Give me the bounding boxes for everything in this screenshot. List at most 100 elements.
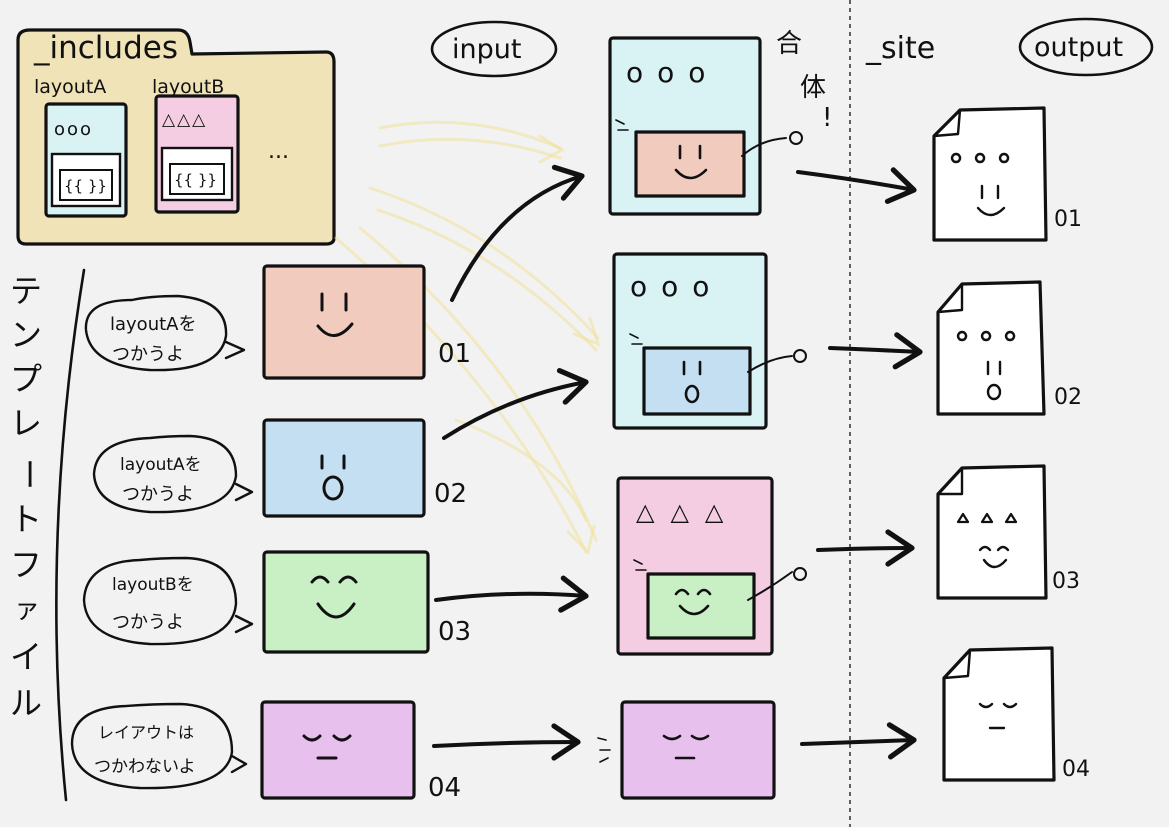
ghost-arrow-a1b	[378, 137, 562, 160]
speech-bubble-01	[84, 294, 228, 372]
ghost-arrow-b	[358, 226, 598, 542]
speech-bubble-03-tail	[234, 614, 254, 634]
merged-page-03: △△△	[616, 476, 807, 656]
template-files-bracket	[55, 268, 86, 802]
merged-02-face-icon	[682, 360, 702, 376]
face-sleepy-icon	[302, 734, 352, 760]
speech-bubble-02	[92, 434, 238, 514]
side-char-4: ー	[10, 458, 48, 490]
face-surprised-icon	[320, 454, 346, 501]
arrow-02-to-merged	[442, 368, 589, 440]
side-char-7: ァ	[14, 595, 40, 625]
output-number-01: 01	[1054, 207, 1082, 232]
side-char-9: ル	[10, 684, 42, 722]
merged-03-layout-marks: △△△	[636, 498, 739, 526]
layout-b-template: layoutB △△△ {{ }}	[152, 76, 240, 214]
speech-bubble-02-line2: つかうよ	[122, 484, 194, 505]
layout-a-dots: ooo	[54, 119, 93, 140]
includes-ellipsis: ...	[268, 139, 289, 164]
site-header: _site	[865, 31, 935, 66]
input-header-outline	[430, 20, 558, 78]
merged-02-layout-dots: ooo	[630, 270, 723, 303]
template-row-02: layoutAを つかうよ 02	[92, 418, 467, 518]
output-doc-03: 03	[936, 464, 1080, 600]
merged-to-output-arrows	[796, 167, 923, 760]
output-doc-04: 04	[942, 646, 1090, 782]
speech-bubble-02-line1: layoutAを	[120, 455, 202, 475]
template-number-03: 03	[438, 617, 471, 647]
headers: input 合 体 ! _site output	[430, 0, 1154, 827]
merged-01-layout-dots: ooo	[626, 56, 719, 89]
output-doc-01: 01	[932, 106, 1082, 242]
arrow-merged-02-to-output	[828, 332, 923, 370]
speech-bubble-01-line2: つかうよ	[112, 344, 184, 365]
side-char-2: プ	[10, 360, 42, 398]
side-char-6: フ	[10, 546, 42, 584]
layout-a-content-inner	[59, 169, 113, 201]
face-smile-icon	[316, 292, 354, 337]
output-03-face-icon	[978, 545, 1010, 569]
merge-char-1: 合	[776, 29, 802, 59]
template-row-03: layoutBを つかうよ 03	[82, 550, 471, 654]
speech-bubble-04-line2: つかわないよ	[94, 757, 196, 777]
ghost-arrow-a1-head	[538, 134, 565, 164]
template-number-01: 01	[438, 339, 471, 369]
ghost-arrow-a1	[378, 120, 562, 150]
ghost-arrow-b-head	[566, 524, 596, 555]
includes-folder-title: _includes	[33, 30, 178, 66]
output-number-02: 02	[1054, 385, 1082, 410]
output-03-marks-icon	[956, 512, 1018, 524]
speech-bubble-04-tail	[230, 754, 248, 774]
template-row-04: レイアウトは つかわないよ 04	[70, 700, 461, 803]
arrow-merged-03-to-output	[816, 529, 915, 567]
layout-b-marks: △△△	[162, 110, 207, 130]
layout-a-placeholder: {{ }}	[64, 177, 107, 195]
arrow-03-to-merged	[434, 575, 589, 613]
arrow-merged-04-to-output	[800, 722, 917, 760]
merged-03-face-icon	[674, 588, 712, 616]
side-char-3: レ	[10, 404, 42, 442]
input-header: input	[452, 34, 521, 65]
face-happy-icon	[310, 575, 358, 619]
merged-page-04	[597, 700, 776, 800]
speech-bubble-01-line1: layoutAを	[110, 314, 196, 335]
ghost-arrow-bc	[454, 418, 588, 522]
template-number-04: 04	[428, 773, 461, 803]
merged-01-face-icon	[674, 144, 708, 180]
template-to-merged-arrows	[432, 164, 589, 761]
template-files-label: テ ン プ レ ー ト フ ァ イ ル	[10, 268, 86, 802]
arrow-merged-01-to-output	[796, 167, 917, 204]
merge-char-2: 体	[800, 73, 826, 103]
layout-b-label: layoutB	[152, 76, 224, 98]
speech-bubble-04	[70, 702, 234, 790]
output-header-outline	[1018, 17, 1154, 77]
template-row-01: layoutAを つかうよ 01	[84, 264, 471, 380]
ghost-arrow-a2	[368, 186, 600, 340]
template-card-03	[262, 550, 430, 654]
output-02-face-icon	[986, 360, 1002, 376]
merged-page-02: ooo	[612, 252, 807, 430]
output-doc-02: 02	[936, 280, 1082, 416]
template-card-04	[260, 700, 416, 800]
merged-04-face-icon	[662, 734, 710, 760]
output-number-03: 03	[1052, 569, 1080, 594]
side-char-8: イ	[10, 638, 42, 676]
output-header: output	[1034, 32, 1123, 63]
layout-a-template: layoutA ooo {{ }}	[34, 76, 128, 218]
arrow-01-to-merged	[450, 164, 585, 302]
layout-a-label: layoutA	[34, 76, 106, 98]
output-number-04: 04	[1062, 757, 1090, 782]
includes-folder: _includes layoutA ooo {{ }} layoutB △△△ …	[16, 28, 336, 246]
merged-page-01: ooo	[608, 36, 803, 216]
arrow-04-to-merged	[432, 723, 581, 761]
layout-b-content-inner	[169, 163, 225, 195]
speech-bubble-04-line1: レイアウトは	[98, 723, 194, 742]
output-04-face-icon	[978, 702, 1018, 730]
ghost-arrow-a2b	[376, 208, 598, 352]
output-02-dots-icon	[956, 330, 1016, 342]
template-number-02: 02	[434, 479, 467, 509]
side-char-5: ト	[10, 500, 42, 538]
output-01-dots-icon	[950, 152, 1010, 164]
speech-bubble-02-tail	[234, 482, 254, 502]
